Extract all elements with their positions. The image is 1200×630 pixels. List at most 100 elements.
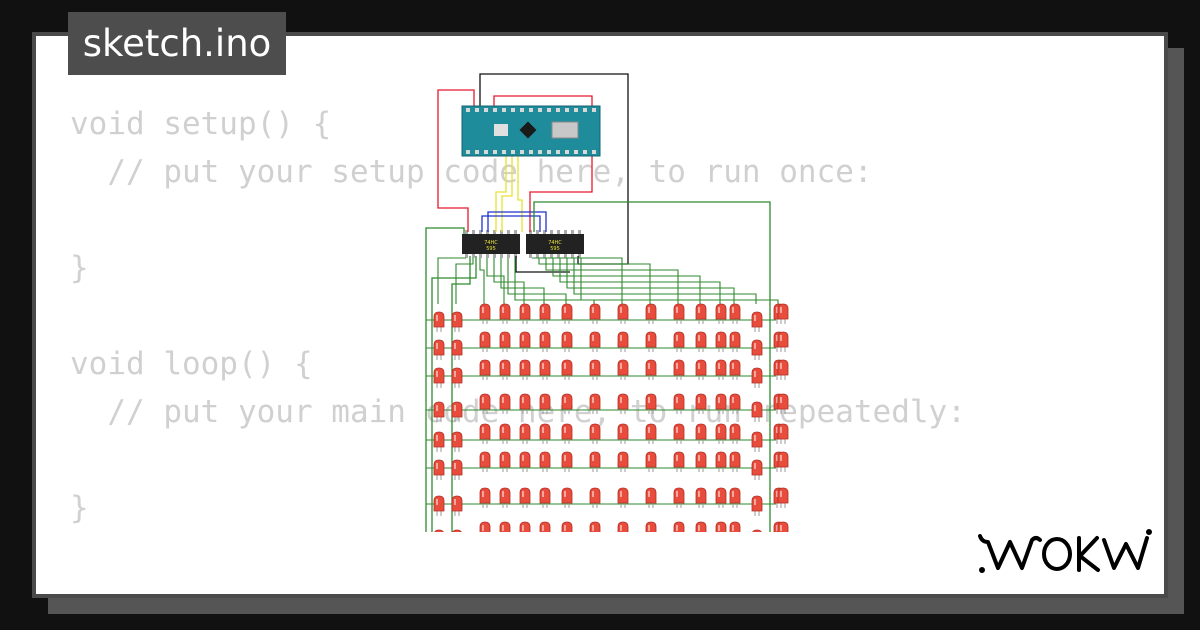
led (751, 367, 763, 388)
led (729, 359, 741, 380)
led (589, 423, 601, 444)
led (751, 401, 763, 422)
led (561, 451, 573, 472)
led (539, 521, 551, 532)
led (729, 521, 741, 532)
led (539, 393, 551, 414)
led (433, 311, 445, 332)
led (452, 529, 462, 532)
led (519, 359, 531, 380)
led (673, 359, 685, 380)
led (645, 521, 657, 532)
led (589, 451, 601, 472)
led (499, 303, 511, 324)
led (695, 521, 707, 532)
led (519, 451, 531, 472)
led (715, 423, 727, 444)
led (479, 451, 491, 472)
led (499, 359, 511, 380)
led (777, 423, 789, 444)
led (729, 423, 741, 444)
led (645, 423, 657, 444)
led (673, 451, 685, 472)
led (433, 367, 445, 388)
led (589, 487, 601, 508)
chip-label: 74HC (548, 240, 562, 246)
led (589, 359, 601, 380)
led (561, 359, 573, 380)
led-matrix (433, 303, 789, 532)
led (451, 401, 463, 422)
led (433, 431, 445, 452)
led (673, 303, 685, 324)
led (695, 423, 707, 444)
led (479, 331, 491, 352)
led (433, 401, 445, 422)
code-line: // put your setup code here, to run once… (70, 154, 873, 190)
led (499, 451, 511, 472)
led (673, 331, 685, 352)
led (751, 431, 763, 452)
code-line: } (70, 490, 89, 526)
chip-label: 595 (486, 246, 496, 252)
led (499, 423, 511, 444)
led (751, 339, 763, 360)
led (451, 339, 463, 360)
led (539, 487, 551, 508)
wires (425, 73, 779, 532)
led (499, 487, 511, 508)
led (499, 393, 511, 414)
led (777, 521, 789, 532)
led (729, 487, 741, 508)
led (479, 487, 491, 508)
led (715, 521, 727, 532)
led (695, 451, 707, 472)
led (561, 393, 573, 414)
led (499, 331, 511, 352)
led (751, 311, 763, 332)
shift-register-chip-2: 74HC 595 (526, 234, 584, 254)
led (617, 303, 629, 324)
led (561, 521, 573, 532)
led (777, 303, 789, 324)
led (479, 303, 491, 324)
led (589, 393, 601, 414)
led (715, 331, 727, 352)
led (645, 359, 657, 380)
arduino-nano-board (461, 105, 601, 157)
led (479, 521, 491, 532)
led (715, 359, 727, 380)
file-tab[interactable]: sketch.ino (68, 12, 286, 75)
led (777, 451, 789, 472)
led (519, 331, 531, 352)
led (479, 423, 491, 444)
led (617, 423, 629, 444)
led (695, 393, 707, 414)
circuit-diagram: 74HC 595 74HC 595 (425, 73, 789, 532)
led (519, 521, 531, 532)
led (451, 459, 463, 480)
led (539, 331, 551, 352)
led (715, 487, 727, 508)
led (777, 487, 789, 508)
led (519, 303, 531, 324)
led (645, 487, 657, 508)
led (673, 393, 685, 414)
led (561, 331, 573, 352)
led (561, 303, 573, 324)
led (645, 393, 657, 414)
led (539, 359, 551, 380)
led (695, 331, 707, 352)
led (673, 487, 685, 508)
led (589, 303, 601, 324)
chip-label: 74HC (484, 240, 498, 246)
led (729, 303, 741, 324)
led (715, 393, 727, 414)
led (561, 423, 573, 444)
led (645, 451, 657, 472)
project-preview-card: void setup() { // put your setup code he… (32, 32, 1168, 598)
led (752, 529, 762, 532)
wokwi-logo (978, 529, 1152, 573)
led (777, 359, 789, 380)
led (777, 393, 789, 414)
